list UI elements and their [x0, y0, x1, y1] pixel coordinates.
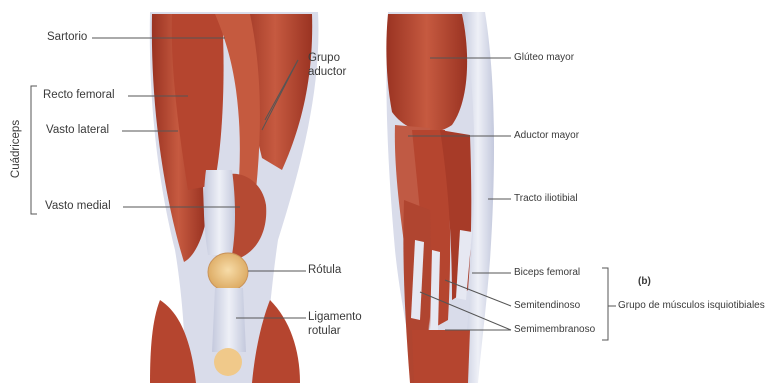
label-panel-b: (b) [638, 275, 651, 288]
anterior-thigh [31, 12, 318, 383]
quadriceps-tendon [204, 170, 235, 255]
gluteo-mayor-shape [386, 14, 467, 132]
label-ligamento-1: Ligamento [308, 311, 362, 324]
label-gluteo-mayor: Glúteo mayor [514, 52, 574, 64]
label-biceps-femoral: Biceps femoral [514, 267, 580, 279]
label-grupo-isquiotibiales: Grupo de músculos isquiotibiales [618, 300, 765, 312]
label-aductor-mayor: Aductor mayor [514, 130, 579, 142]
label-semitendinoso: Semitendinoso [514, 300, 580, 312]
label-cuadriceps: Cuádriceps [10, 117, 22, 181]
label-vasto-medial: Vasto medial [45, 200, 111, 213]
label-semimembranoso: Semimembranoso [514, 324, 595, 336]
label-rotula: Rótula [308, 264, 341, 277]
label-grupo-aductor-1: Grupo [308, 52, 340, 65]
label-sartorio: Sartorio [47, 31, 87, 44]
label-recto-femoral: Recto femoral [43, 89, 115, 102]
label-grupo-aductor-2: aductor [308, 66, 346, 79]
calf-b [412, 330, 470, 383]
tibia-head [214, 348, 242, 376]
ligamento-rotular-shape [212, 288, 246, 352]
label-tracto-iliotibial: Tracto iliotibial [514, 193, 578, 205]
label-ligamento-2: rotular [308, 325, 341, 338]
rotula-shape [208, 253, 248, 291]
label-vasto-lateral: Vasto lateral [46, 124, 109, 137]
